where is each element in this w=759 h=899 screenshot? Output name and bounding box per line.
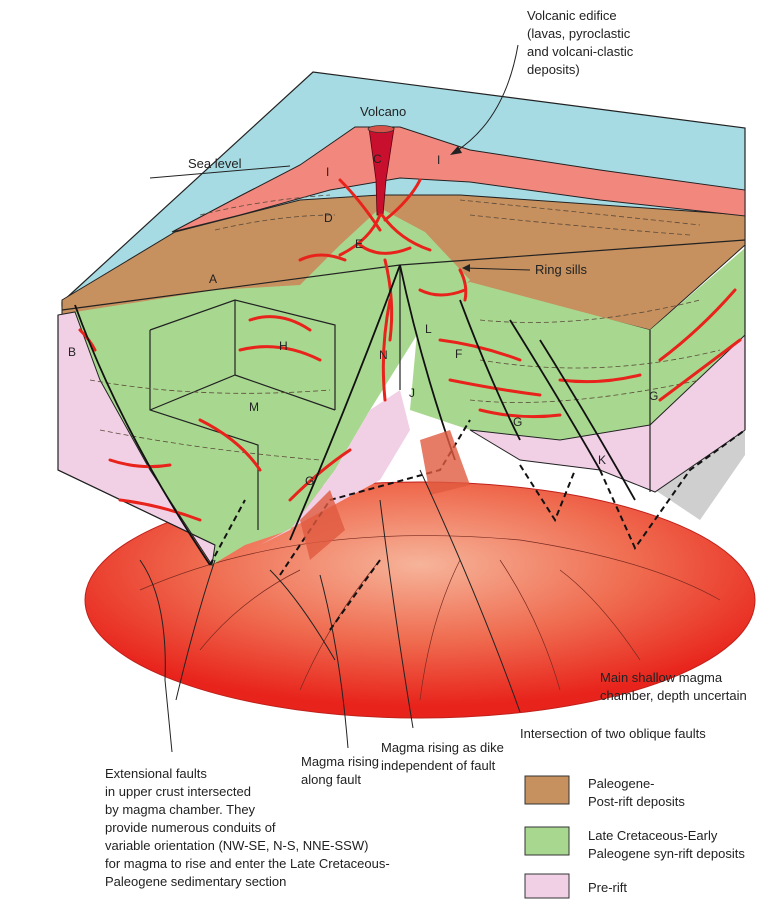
svg-text:(lavas, pyroclastic: (lavas, pyroclastic (527, 26, 631, 41)
crater (367, 125, 395, 133)
svg-text:by magma chamber. They: by magma chamber. They (105, 802, 256, 817)
leader-lines (139, 469, 521, 753)
bedding-lines (89, 194, 721, 461)
svg-text:Magma rising: Magma rising (301, 754, 379, 769)
ring-sills-arrow (464, 267, 531, 271)
label-g: G (513, 415, 522, 429)
svg-text:variable orientation (NW-SE, N: variable orientation (NW-SE, N-S, NNE-SS… (105, 838, 368, 853)
label-h: H (279, 339, 288, 353)
svg-text:in upper crust intersected: in upper crust intersected (105, 784, 251, 799)
label-j: J (409, 386, 415, 400)
block-edges (57, 239, 746, 546)
label-k: K (598, 453, 606, 467)
arrowhead-icon (450, 146, 462, 155)
label-g: G (305, 474, 314, 488)
ring-sills-label: Ring sills (535, 262, 588, 277)
legend-swatch-post-rift (524, 775, 570, 805)
svg-text:Magma rising as dike: Magma rising as dike (381, 740, 504, 755)
along-fault-annotation: Magma rising along fault (301, 754, 379, 787)
label-l: L (425, 322, 432, 336)
label-i: I (437, 153, 440, 167)
letter-labels: A B C D E F G G G H I I J K L M N (68, 152, 658, 488)
svg-text:for magma to rise and enter th: for magma to rise and enter the Late Cre… (105, 856, 390, 871)
volcanic-edifice-arrow (454, 44, 519, 153)
fault-wedge (300, 490, 345, 560)
svg-text:Extensional faults: Extensional faults (105, 766, 207, 781)
legend-swatch-syn-rift (524, 826, 570, 856)
svg-text:Volcanic edifice: Volcanic edifice (527, 8, 617, 23)
svg-text:provide numerous conduits of: provide numerous conduits of (105, 820, 276, 835)
pre-rift-center (260, 390, 410, 545)
sea-level-line (149, 165, 291, 179)
volcanic-edifice (171, 126, 746, 233)
svg-text:Paleogene sedimentary section: Paleogene sedimentary section (105, 874, 286, 889)
dike-annotation: Magma rising as dike independent of faul… (381, 740, 504, 773)
svg-text:along fault: along fault (301, 772, 361, 787)
magma-chamber-annotation: Main shallow magma chamber, depth uncert… (600, 670, 747, 703)
label-c: C (373, 152, 382, 166)
syn-rift-right (410, 248, 745, 440)
fault-wedge (420, 430, 470, 495)
volcano-label: Volcano (360, 104, 406, 119)
legend-label: Late Cretaceous-Early (588, 828, 718, 843)
oblique-faults-annotation: Intersection of two oblique faults (520, 726, 706, 741)
svg-text:deposits): deposits) (527, 62, 580, 77)
legend-swatch-pre-rift (524, 873, 570, 899)
label-e: E (355, 237, 363, 251)
legend-label: Pre-rift (588, 880, 627, 895)
volcanic-edifice-annotation: Volcanic edifice (lavas, pyroclastic and… (527, 8, 634, 77)
sea-level-label: Sea level (188, 156, 242, 171)
extensional-faults-annotation: Extensional faults in upper crust inters… (105, 766, 390, 889)
legend-label: Paleogene- (588, 776, 655, 791)
label-i: I (326, 165, 329, 179)
label-g: G (649, 389, 658, 403)
label-d: D (324, 211, 333, 225)
legend-label: Paleogene syn-rift deposits (588, 846, 745, 861)
chamber-contour-lines (139, 535, 721, 701)
legend-label: Post-rift deposits (588, 794, 685, 809)
label-b: B (68, 345, 76, 359)
syn-rift-left (75, 208, 470, 565)
legend: Paleogene- Post-rift deposits Late Creta… (524, 775, 745, 899)
svg-text:independent of fault: independent of fault (381, 758, 496, 773)
label-m: M (249, 400, 259, 414)
label-a: A (209, 272, 217, 286)
svg-text:chamber, depth uncertain: chamber, depth uncertain (600, 688, 747, 703)
label-f: F (455, 347, 462, 361)
arrowhead-icon (462, 264, 470, 272)
label-n: N (379, 348, 388, 362)
svg-text:Main shallow magma: Main shallow magma (600, 670, 723, 685)
svg-text:and volcani-clastic: and volcani-clastic (527, 44, 634, 59)
